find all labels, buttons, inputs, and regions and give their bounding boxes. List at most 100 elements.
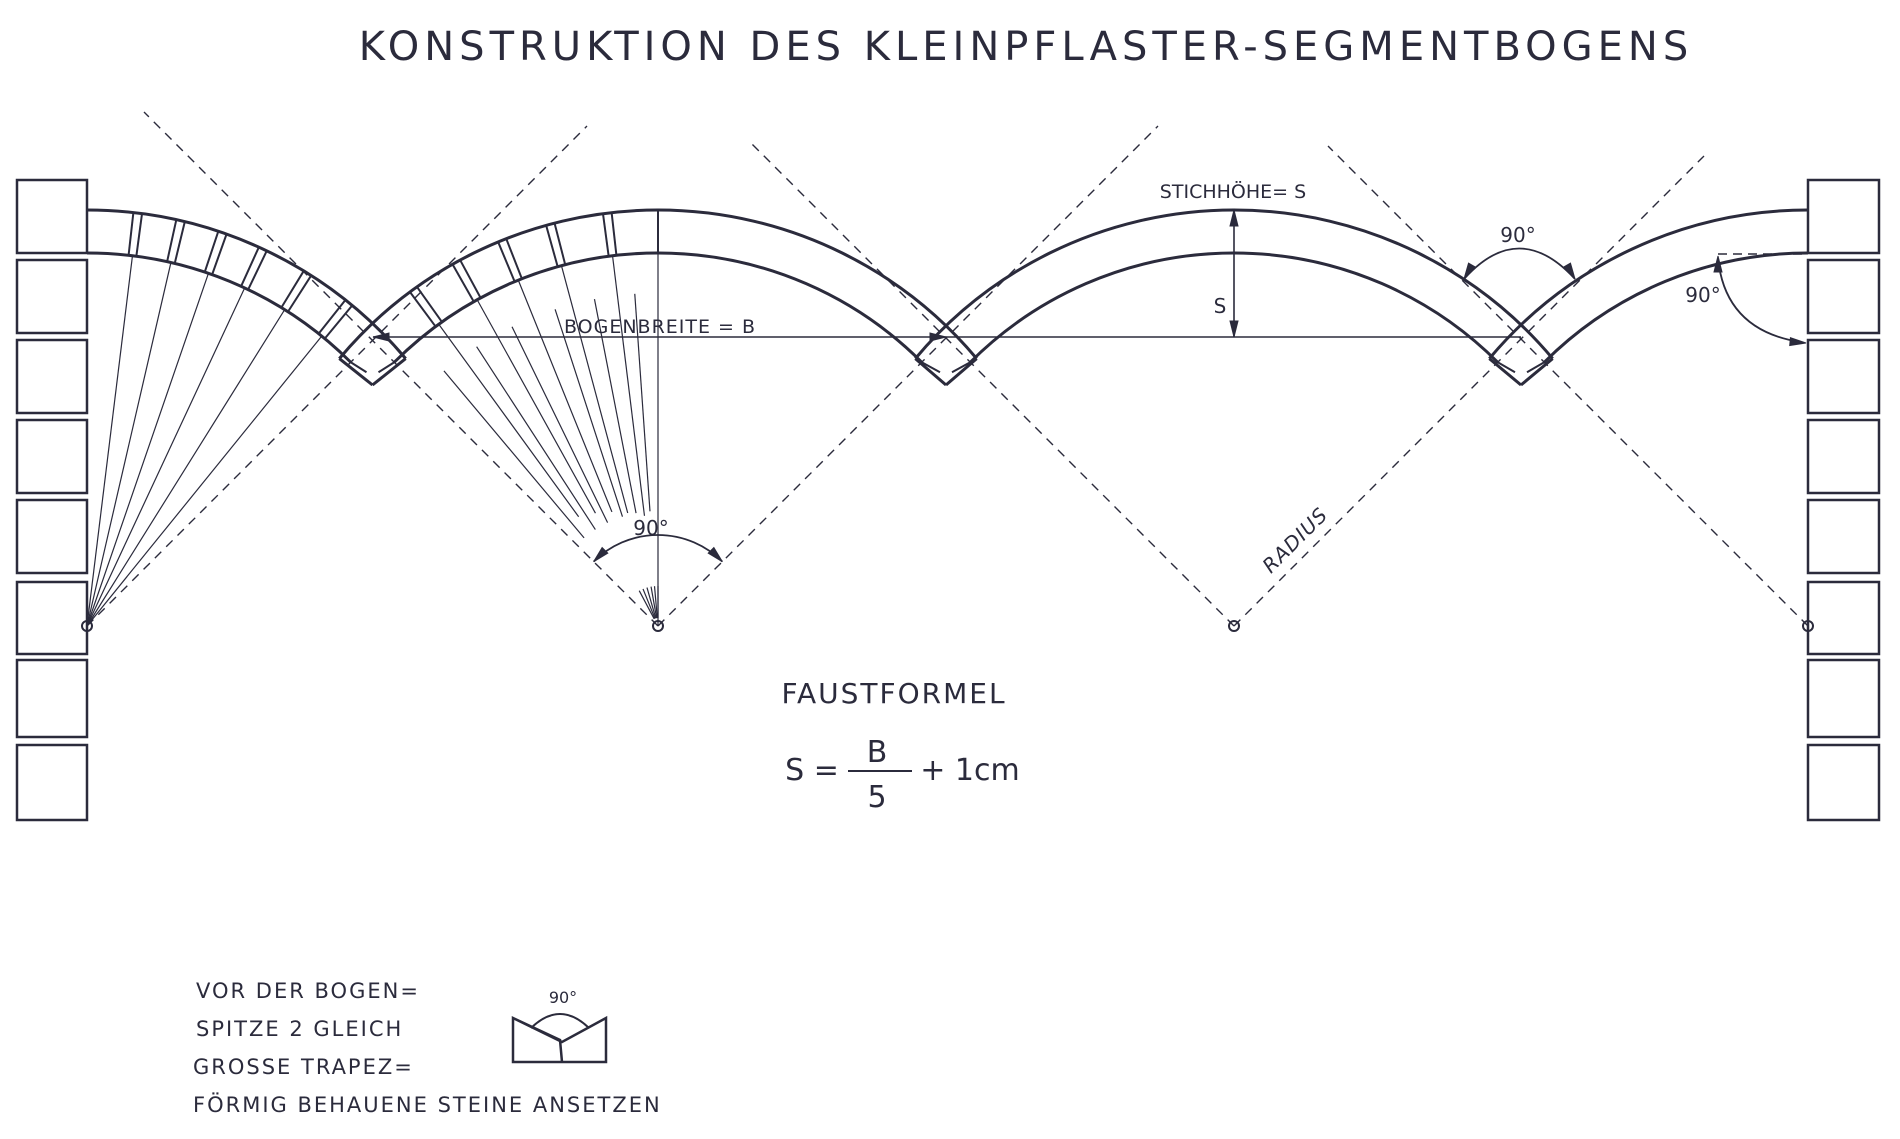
right-wall-block (1806, 743, 1881, 822)
fan-construction-line (650, 586, 658, 619)
wall-angle-arc (1717, 257, 1801, 343)
voussoir-joint (553, 222, 567, 265)
drawing-title: KONSTRUKTION DES KLEINPFLASTER-SEGMENTBO… (359, 24, 1694, 70)
voussoir-joint (610, 212, 618, 256)
radial-construction-line (554, 309, 624, 517)
formula-rhs: + 1cm (920, 753, 1019, 788)
right-wall-block (1806, 178, 1881, 255)
radius-dashed-line (1327, 145, 1809, 627)
right-wall-block (1806, 258, 1881, 335)
formula-heading: FAUSTFORMEL (781, 677, 1006, 710)
voussoir-joint (545, 225, 559, 268)
radius-dashed-line (86, 125, 588, 627)
rise-dimension-label: S (1214, 294, 1227, 318)
angle-arrow-icon (1562, 262, 1576, 280)
valley-keystone-edge (1488, 357, 1522, 387)
left-wall-block (15, 338, 89, 415)
valley-angle-label: 90° (1500, 223, 1535, 247)
right-wall-block (1806, 580, 1881, 656)
note-line: GROSSE TRAPEZ= (193, 1055, 414, 1079)
drawing-geometry (15, 111, 1881, 822)
radial-construction-line (86, 255, 134, 627)
voussoir-joint (451, 263, 475, 303)
fan-construction-line (642, 588, 656, 619)
left-wall-block (15, 178, 89, 255)
wall-angle-label: 90° (1685, 283, 1720, 307)
note-line: SPITZE 2 GLEICH (196, 1017, 403, 1041)
radius-dashed-line (143, 111, 659, 627)
radial-construction-line (438, 323, 580, 518)
radial-construction-line (86, 273, 210, 627)
right-wall-block (1806, 338, 1881, 415)
radius-dashed-line (1233, 155, 1705, 627)
arch-outer-curve (1488, 208, 1809, 360)
right-wall-block (1806, 418, 1881, 495)
voussoir-joint (601, 213, 610, 257)
note-text: VOR DER BOGEN= SPITZE 2 GLEICH GROSSE TR… (193, 979, 662, 1117)
radial-construction-line (443, 370, 585, 539)
voussoir-joint (135, 213, 144, 257)
span-arrow-icon (929, 332, 947, 342)
note-line: VOR DER BOGEN= (196, 979, 420, 1003)
valley-keystone-joint (350, 361, 368, 374)
angle-arrow-icon (1789, 336, 1807, 347)
radius-dashed-line (657, 125, 1159, 627)
radial-construction-line (611, 255, 646, 516)
left-wall-block (15, 580, 89, 656)
voussoir-joint (317, 299, 347, 335)
voussoir-joint (323, 304, 353, 340)
valley-keystone-edge (338, 357, 374, 387)
voussoir-joint (166, 219, 178, 262)
left-wall-block (15, 418, 89, 495)
valley-keystone-edge (945, 357, 978, 387)
radial-construction-line (86, 262, 172, 627)
radial-construction-line (593, 299, 637, 514)
radius-dashed-line (748, 140, 1235, 627)
arch-center-point (81, 620, 93, 632)
arch-center-point (1802, 620, 1814, 632)
formula-denominator: 5 (867, 780, 886, 815)
voussoir-joint (505, 238, 523, 280)
note-line: FÖRMIG BEHAUENE STEINE ANSETZEN (193, 1092, 662, 1117)
left-wall-block (15, 498, 89, 575)
angle-arrow-icon (593, 546, 609, 563)
radial-construction-line (511, 326, 609, 523)
center-angle-arc (593, 534, 723, 563)
left-wall-block (15, 658, 89, 739)
voussoir-joint (240, 246, 260, 287)
valley-keystone-edge (371, 357, 407, 387)
radial-construction-line (476, 299, 596, 514)
radial-construction-line (86, 309, 286, 627)
fan-construction-line (653, 586, 658, 619)
left-wall-block (15, 258, 89, 335)
radial-construction-line (86, 287, 246, 627)
voussoir-joint (287, 275, 312, 313)
valley-keystone-joint (1497, 361, 1516, 374)
radial-construction-line (86, 335, 323, 627)
formula-numerator: B (867, 735, 888, 770)
valley-keystone-edge (914, 357, 947, 387)
radial-construction-line (476, 346, 596, 530)
voussoir-joint (280, 270, 305, 309)
rise-arrow-icon (1229, 320, 1239, 338)
voussoir-joint (127, 212, 135, 256)
left-wall-block (15, 743, 89, 822)
span-arrow-icon (372, 332, 390, 342)
voussoir-joint (211, 233, 228, 275)
fan-construction-line (638, 590, 655, 620)
voussoir-joint (409, 291, 437, 328)
icon-angle-label: 90° (549, 988, 577, 1007)
span-width-label: BOGENBREITE = B (564, 316, 756, 338)
valley-keystone-joint (921, 361, 941, 374)
voussoir-joint (459, 259, 482, 299)
radial-construction-line (560, 265, 629, 514)
trapezoid-stones-icon: 90° (511, 988, 608, 1064)
valley-keystone-edge (1520, 357, 1554, 387)
radius-label: RADIUS (1257, 502, 1332, 577)
formula-lhs: S = (785, 753, 839, 788)
center-angle-label: 90° (633, 516, 668, 540)
voussoir-joint (247, 250, 268, 291)
right-wall-block (1806, 658, 1881, 739)
radial-construction-line (634, 293, 651, 512)
